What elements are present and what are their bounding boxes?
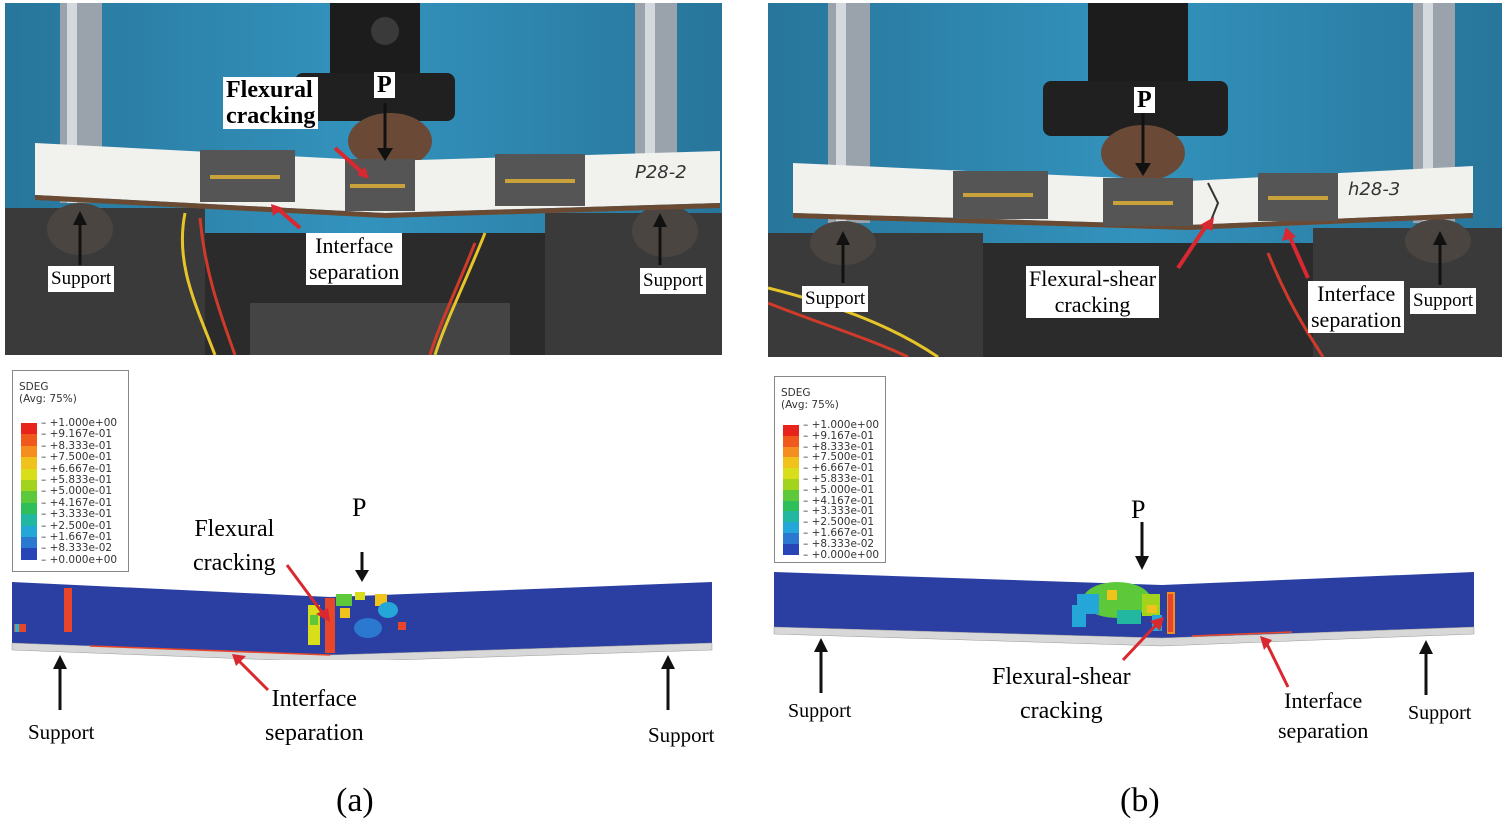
photo-a-support-left: Support [48,266,115,292]
legend-value: – +3.333e-01 [41,508,113,521]
fem-b-support-right: Support [1408,702,1472,724]
legend-value: – +8.333e-01 [803,440,875,453]
legend-swatch [21,445,37,458]
legend-swatch [21,525,37,537]
fem-a-beam [11,582,713,663]
fem-b [772,522,1477,650]
legend-swatch [21,434,37,446]
photo-a-support-right: Support [640,268,707,294]
photo-b-support-right: Support [1410,288,1477,314]
fem-b-flexural-label: Flexural-shear cracking [992,664,1131,724]
legend-swatch [783,457,799,469]
legend-swatch [21,548,37,560]
legend-value: – +4.167e-01 [41,496,113,509]
fem-b-support-right-arrow [1419,640,1433,695]
photo-b-flexural-label: Flexural-shear cracking [1026,266,1160,318]
legend-a-subtitle: (Avg: 75%) [19,393,77,405]
legend-swatch [783,489,799,501]
legend-value: – +6.667e-01 [41,462,113,475]
legend-value: – +1.667e-01 [41,531,113,543]
legend-b-subtitle: (Avg: 75%) [781,399,839,411]
legend-value: – +7.500e-01 [803,451,875,464]
legend-swatch [21,502,37,515]
legend-swatch [21,423,37,435]
legend-value: – +9.167e-01 [803,429,875,442]
fem-b-load-label: P [1131,495,1146,524]
fem-a-support-left: Support [28,720,95,744]
photo-a-scene [5,3,722,355]
legend-swatch [783,500,799,512]
legend-swatch [21,468,37,480]
caption-b: (b) [1120,782,1160,819]
specimen-mark-a: P28-2 [635,162,687,183]
legend-value: – +5.833e-01 [803,473,875,485]
fem-a-interface-arrow [232,654,270,692]
legend-swatch [783,435,799,447]
photo-b-support-left: Support [802,286,869,312]
fem-b-beam [773,572,1475,647]
legend-value: – +8.333e-01 [41,439,113,452]
fem-a-interface-label: Interface separation [265,686,364,746]
photo-a-load-label: P [374,72,395,98]
legend-value: – +5.833e-01 [41,474,113,486]
legend-value: – +7.500e-01 [41,451,113,464]
fem-b-support-left: Support [788,700,852,722]
legend-swatch [783,543,799,555]
fem-a-load-label: P [352,493,367,522]
legend-value: – +0.000e+00 [41,553,118,566]
legend-value: – +0.000e+00 [803,548,880,561]
legend-swatch [783,533,799,544]
legend-value: – +1.000e+00 [41,417,118,429]
legend-a: SDEG (Avg: 75%) – +1.000e+00– +9.167e-01… [12,370,129,572]
legend-swatch [21,491,37,503]
photo-a: P28-2 [5,3,722,355]
fem-b-support-left-arrow [814,638,828,693]
fem-b-interface-label: Interface separation [1278,688,1369,743]
photo-b-load-label: P [1134,87,1155,113]
legend-swatch [783,425,799,436]
legend-value: – +1.667e-01 [803,527,875,539]
legend-value: – +2.500e-01 [803,516,875,529]
fem-a-support-right-arrow [661,655,675,710]
legend-a-title: SDEG [19,381,49,393]
legend-value: – +5.000e-01 [41,485,113,498]
panel-a: P28-2 Flexural cracking P Interface sepa… [0,0,740,825]
legend-value: – +5.000e-01 [803,483,875,496]
legend-swatch [21,537,37,549]
fem-b-interface-arrow [1260,636,1290,688]
legend-value: – +2.500e-01 [41,519,113,532]
panel-b: h28-3 P Flexural-shear cracking Interfac… [760,0,1505,825]
legend-value: – +6.667e-01 [803,462,875,475]
legend-value: – +8.333e-02 [803,537,875,550]
legend-value: – +4.167e-01 [803,494,875,507]
caption-a: (a) [336,782,374,819]
fem-b-flexural-arrow [1121,617,1164,662]
legend-swatch [783,446,799,458]
legend-swatch [21,514,37,526]
legend-swatch [21,480,37,492]
legend-swatch [783,479,799,490]
legend-swatch [783,522,799,533]
legend-swatch [21,457,37,469]
legend-value: – +9.167e-01 [41,428,113,441]
legend-value: – +8.333e-02 [41,542,113,555]
photo-b-interface-label: Interface separation [1308,281,1405,333]
photo-a-flexural-label: Flexural cracking [223,77,319,129]
fem-b-load-arrow [1135,522,1149,570]
fem-a-support-left-arrow [53,655,67,710]
legend-value: – +3.333e-01 [803,505,875,518]
fem-a-flexural-label: Flexural cracking [193,516,276,576]
fem-a-load-arrow [355,552,369,582]
legend-b: SDEG (Avg: 75%) – +1.000e+00– +9.167e-01… [774,376,886,563]
fem-a-support-right: Support [648,723,715,747]
legend-swatch [783,468,799,479]
legend-b-title: SDEG [781,387,811,399]
fem-a-flexural-arrow [285,564,330,622]
specimen-mark-b: h28-3 [1348,179,1401,200]
legend-swatch [783,511,799,523]
legend-value: – +1.000e+00 [803,419,880,431]
fem-a [10,552,715,663]
photo-a-interface-label: Interface separation [306,233,403,285]
